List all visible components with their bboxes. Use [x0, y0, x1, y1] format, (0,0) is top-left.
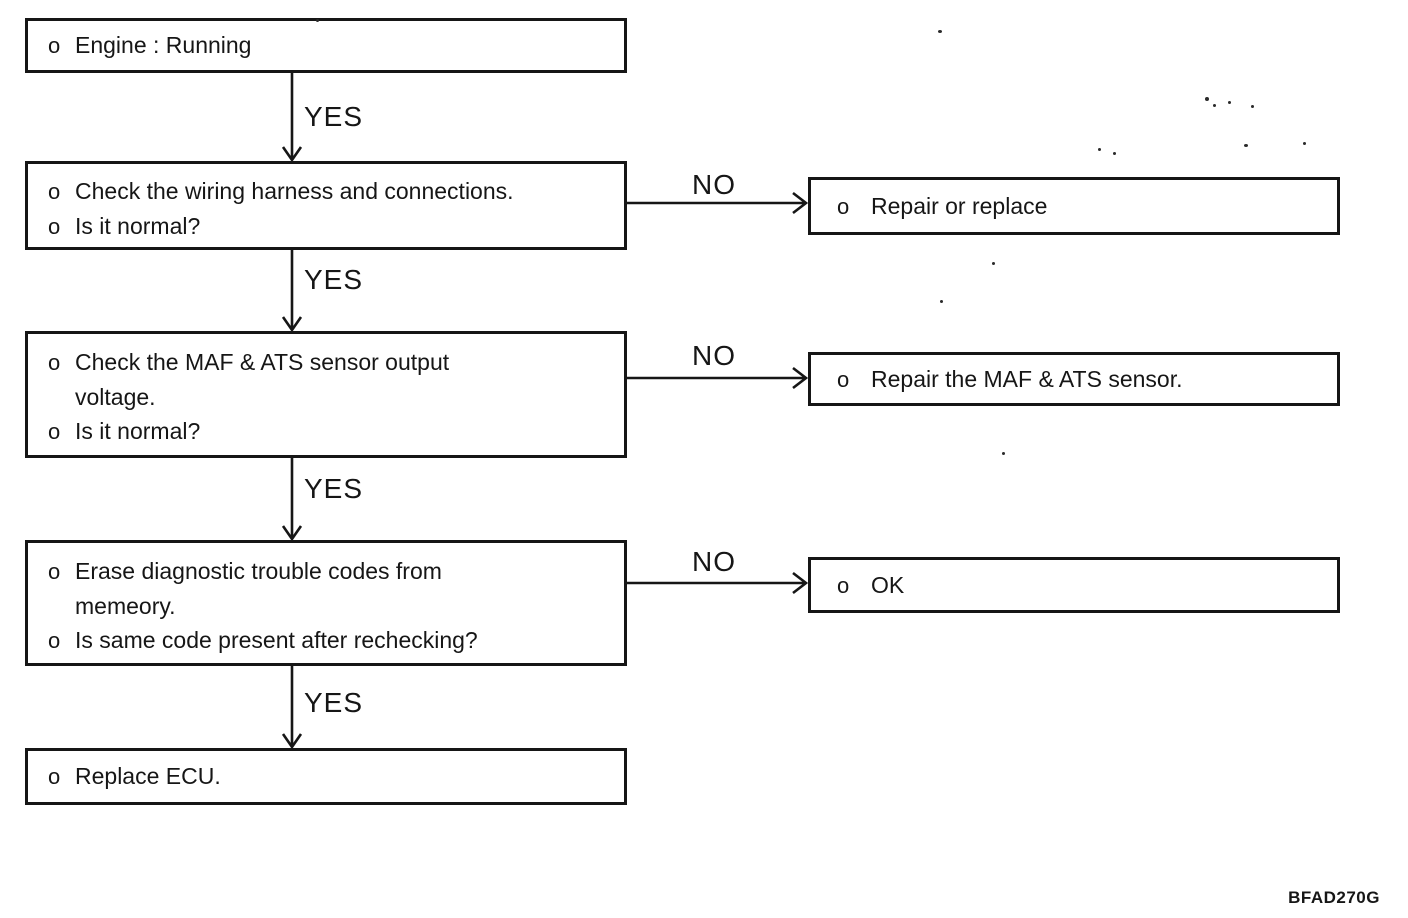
bullet-marker: o: [48, 33, 61, 58]
scan-noise: [938, 30, 942, 33]
bullet-marker: o: [48, 628, 61, 653]
flow-box-line: o Erase diagnostic trouble codes from: [28, 554, 624, 589]
flow-box-line: o Is it normal?: [28, 414, 624, 449]
scan-noise: [1002, 452, 1005, 455]
no-label-1: NO: [692, 169, 736, 200]
flow-box-ok: o OK: [808, 557, 1340, 613]
flow-box-text: Repair or replace: [871, 192, 1048, 219]
flow-box-line: o Repair or replace: [811, 189, 1337, 224]
flow-box-text: voltage.: [75, 384, 156, 410]
scan-noise: [1098, 148, 1101, 151]
bullet-marker: o: [837, 193, 850, 219]
bullet-marker: o: [48, 179, 61, 204]
flow-box-line: o Check the wiring harness and connectio…: [28, 174, 624, 209]
scan-noise: [1205, 97, 1209, 101]
scan-noise: [1113, 152, 1116, 155]
scan-noise: [1244, 144, 1248, 147]
yes-arrow-1: [281, 73, 303, 163]
no-arrow-2: [627, 366, 809, 390]
flow-box-repair-or-replace: o Repair or replace: [808, 177, 1340, 235]
scan-noise: [940, 300, 943, 303]
scan-noise: [1213, 104, 1216, 107]
yes-arrow-3: [281, 458, 303, 542]
bullet-marker: o: [48, 764, 61, 789]
flow-box-line: o Is it normal?: [28, 209, 624, 244]
bullet-marker: o: [48, 350, 61, 375]
yes-arrow-4: [281, 666, 303, 750]
scan-noise: [1228, 101, 1231, 104]
flow-box-text: Check the MAF & ATS sensor output: [75, 349, 450, 375]
bullet-marker: o: [837, 572, 850, 598]
flow-box-text: memeory.: [75, 593, 176, 619]
flow-box-line: o Engine : Running: [28, 28, 624, 63]
flow-box-repair-maf-ats-sensor: o Repair the MAF & ATS sensor.: [808, 352, 1340, 406]
flow-box-line: o Is same code present after rechecking?: [28, 623, 624, 658]
flow-box-line: o Repair the MAF & ATS sensor.: [811, 362, 1337, 397]
scan-noise: [992, 262, 995, 265]
yes-label-1: YES: [304, 101, 364, 132]
flow-box-replace-ecu: o Replace ECU.: [25, 748, 627, 805]
no-arrow-1: [627, 191, 809, 215]
flow-box-erase-trouble-codes: o Erase diagnostic trouble codes from me…: [25, 540, 627, 666]
flow-box-check-maf-ats-output: o Check the MAF & ATS sensor output volt…: [25, 331, 627, 458]
yes-arrow-2: [281, 250, 303, 333]
flow-box-text: OK: [871, 571, 905, 598]
scan-noise: [1303, 142, 1306, 145]
flow-box-text: Repair the MAF & ATS sensor.: [871, 365, 1183, 392]
flow-box-line: o Check the MAF & ATS sensor output: [28, 345, 624, 380]
flow-box-text: Is same code present after rechecking?: [75, 627, 478, 653]
flow-box-line: memeory.: [28, 589, 624, 623]
no-arrow-3: [627, 571, 809, 595]
flow-box-engine-running: o Engine : Running: [25, 18, 627, 73]
bullet-marker: o: [837, 366, 850, 392]
flow-box-line: voltage.: [28, 380, 624, 414]
flow-box-line: o Replace ECU.: [28, 759, 624, 794]
flow-box-text: Is it normal?: [75, 213, 201, 239]
yes-label-2: YES: [304, 264, 364, 295]
no-label-3: NO: [692, 546, 736, 577]
flow-box-text: Erase diagnostic trouble codes from: [75, 558, 442, 584]
flow-box-line: o OK: [811, 568, 1337, 603]
figure-code: BFAD270G: [1288, 888, 1380, 907]
no-label-2: NO: [692, 340, 736, 371]
scan-noise: [316, 19, 319, 22]
flow-box-text: Check the wiring harness and connections…: [75, 178, 514, 204]
bullet-marker: o: [48, 559, 61, 584]
scan-noise: [1251, 105, 1254, 108]
flow-box-text: Replace ECU.: [75, 763, 221, 789]
flow-box-text: Is it normal?: [75, 418, 201, 444]
bullet-marker: o: [48, 214, 61, 239]
yes-label-3: YES: [304, 473, 364, 504]
yes-label-4: YES: [304, 687, 364, 718]
flow-box-text: Engine : Running: [75, 32, 252, 58]
flow-box-check-wiring-harness: o Check the wiring harness and connectio…: [25, 161, 627, 250]
bullet-marker: o: [48, 419, 61, 444]
